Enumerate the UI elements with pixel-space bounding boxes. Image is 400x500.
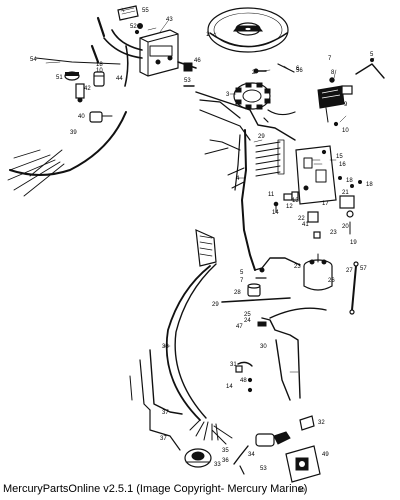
- callout-10a: 10: [96, 68, 103, 74]
- callout-40: 40: [78, 114, 85, 120]
- wire-54: [35, 57, 121, 65]
- callout-41: 41: [302, 222, 309, 228]
- electrical-bracket[interactable]: [295, 145, 337, 205]
- callout-27: 27: [346, 268, 353, 274]
- callout-30: 30: [260, 344, 267, 350]
- callout-43: 43: [166, 17, 173, 23]
- callout-22: 22: [298, 216, 305, 222]
- callout-55: 55: [142, 8, 149, 14]
- leader-lines: [45, 7, 375, 373]
- callout-14: 14: [272, 210, 279, 216]
- callout-7: 7: [240, 278, 244, 284]
- spark-plug-leads: [90, 16, 143, 87]
- callout-57: 57: [360, 266, 367, 272]
- warning-horn[interactable]: [184, 448, 212, 468]
- main-harness[interactable]: [195, 91, 301, 271]
- ignition-parts-cluster[interactable]: [64, 71, 113, 123]
- callout-34: 34: [248, 452, 255, 458]
- cable-29: [221, 297, 291, 303]
- washers-center: [247, 267, 267, 297]
- callout-11: 11: [268, 192, 275, 198]
- callout-33: 33: [214, 462, 221, 468]
- lower-harness[interactable]: [165, 229, 233, 445]
- callout-1: 1: [206, 32, 210, 38]
- callout-10: 10: [342, 128, 349, 134]
- fuel-tube: [257, 307, 327, 401]
- callout-56: 56: [296, 68, 303, 74]
- retainer: [299, 415, 315, 431]
- switch-box[interactable]: [139, 29, 179, 77]
- callout-3: 3: [226, 92, 230, 98]
- callout-24: 24: [244, 318, 251, 324]
- mounting-plate[interactable]: [285, 445, 321, 483]
- callout-54: 54: [30, 57, 37, 63]
- callout-7b: 7: [328, 56, 332, 62]
- callout-numbers: 1 2 3 4 5 5 6 7 8 9 10 7 11 12 13 14 15 …: [30, 8, 374, 494]
- callout-53b: 53: [260, 466, 267, 472]
- starter-solenoid[interactable]: [303, 253, 333, 291]
- callout-12: 12: [286, 204, 293, 210]
- callout-39: 39: [70, 130, 77, 136]
- callout-46: 46: [194, 58, 201, 64]
- callout-37a: 37: [162, 410, 169, 416]
- callout-25: 25: [244, 312, 251, 318]
- callout-8: 8: [331, 70, 335, 76]
- callout-35: 35: [222, 448, 229, 454]
- callout-18: 18: [366, 182, 373, 188]
- small-parts-right: [273, 176, 362, 239]
- callout-16: 16: [339, 162, 346, 168]
- callout-42: 42: [84, 86, 91, 92]
- callout-23b: 23: [330, 230, 337, 236]
- clamp-bracket: [355, 63, 385, 79]
- trim-harness: [129, 349, 183, 451]
- spark-plug[interactable]: [177, 61, 197, 72]
- stator[interactable]: [233, 82, 296, 116]
- callout-20: 20: [342, 224, 349, 230]
- callout-14b: 14: [226, 384, 233, 390]
- callout-5b: 5: [240, 270, 244, 276]
- callout-18a: 18: [96, 62, 103, 68]
- callout-17: 17: [322, 201, 329, 207]
- callout-21: 21: [342, 190, 349, 196]
- ignition-key-switch[interactable]: [233, 431, 291, 475]
- callout-47: 47: [236, 324, 243, 330]
- callout-23: 23: [294, 264, 301, 270]
- rectifier[interactable]: [317, 77, 353, 127]
- warning-label: [117, 5, 139, 21]
- callout-52: 52: [130, 24, 137, 30]
- callout-19: 19: [350, 240, 357, 246]
- callout-28: 28: [234, 290, 241, 296]
- callout-37b: 37: [160, 436, 167, 442]
- callout-4: 4: [236, 176, 240, 182]
- image-caption: MercuryPartsOnline v2.5.1 (Image Copyrig…: [3, 483, 308, 495]
- callout-53a: 53: [184, 78, 191, 84]
- callout-5a: 5: [370, 52, 374, 58]
- callout-9: 9: [344, 102, 348, 108]
- terminal-bank: [255, 139, 285, 177]
- callout-15: 15: [336, 154, 343, 160]
- clips: [235, 361, 253, 393]
- callout-51: 51: [56, 75, 63, 81]
- callout-32: 32: [318, 420, 325, 426]
- callout-48: 48: [240, 378, 247, 384]
- callout-13: 13: [292, 198, 299, 204]
- callout-26: 26: [328, 278, 335, 284]
- callout-38: 38: [162, 344, 169, 350]
- callout-29b: 29: [258, 134, 265, 140]
- left-harness: [7, 111, 127, 197]
- callout-6: 6: [296, 66, 300, 72]
- callout-36: 36: [222, 458, 229, 464]
- callout-49: 49: [322, 452, 329, 458]
- callout-18b: 18: [346, 178, 353, 184]
- callout-2: 2: [252, 70, 256, 76]
- callout-50: 50: [298, 488, 305, 494]
- callout-31: 31: [230, 362, 237, 368]
- callout-29a: 29: [212, 302, 219, 308]
- battery-cable: [349, 261, 359, 315]
- flywheel[interactable]: [207, 7, 289, 53]
- callout-44: 44: [116, 76, 123, 82]
